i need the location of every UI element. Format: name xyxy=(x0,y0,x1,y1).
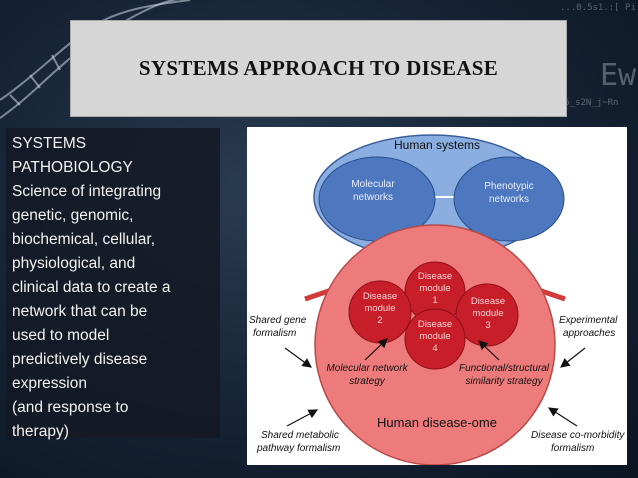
shared-gene-line-1: Shared gene xyxy=(249,315,307,326)
arrow-molecular-strategy xyxy=(364,338,388,361)
experimental-line-2: approaches xyxy=(563,328,615,339)
slide-title: SYSTEMS APPROACH TO DISEASE xyxy=(138,56,499,80)
shared-metabolic-label: Shared metabolic pathway formalism xyxy=(256,430,340,454)
panel-line: biochemical, cellular, xyxy=(12,231,156,248)
panel-line: expression xyxy=(12,375,87,392)
panel-line: PATHOBIOLOGY xyxy=(12,159,133,176)
phenotypic-line-1: Phenotypic xyxy=(484,181,533,192)
shared-gene-label: Shared gene formalism xyxy=(249,315,307,339)
module-2-line-3: 2 xyxy=(377,315,382,326)
module-3-line-2: module xyxy=(472,308,503,319)
molecular-network-strategy-label: Molecular network strategy xyxy=(326,363,408,387)
module-1-line-2: module xyxy=(419,283,450,294)
human-systems-label: Human systems xyxy=(394,138,480,152)
sm-line-2: pathway formalism xyxy=(256,443,340,454)
panel-line: therapy) xyxy=(12,423,69,440)
human-disease-ome-label: Human disease-ome xyxy=(377,415,497,430)
panel-line: network that can be xyxy=(12,303,148,320)
module-4-line-2: module xyxy=(419,331,450,342)
svg-text:...0.5s1.:[ Pi: ...0.5s1.:[ Pi xyxy=(560,3,636,13)
sm-line-1: Shared metabolic xyxy=(261,430,339,441)
molecular-line-1: Molecular xyxy=(351,179,395,190)
phenotypic-line-2: networks xyxy=(489,194,529,205)
panel-line: used to model xyxy=(12,327,110,344)
experimental-line-1: Experimental xyxy=(559,315,618,326)
panel-line: Science of integrating xyxy=(12,183,162,200)
experimental-label: Experimental approaches xyxy=(559,315,618,339)
module-2-line-1: Disease xyxy=(363,291,397,302)
functional-structural-label: Functional/structural similarity strategy xyxy=(459,363,550,387)
dc-line-2: formalism xyxy=(551,443,594,454)
module-3-line-3: 3 xyxy=(485,320,490,331)
module-4-line-1: Disease xyxy=(418,319,452,330)
disease-module-4 xyxy=(404,308,466,370)
module-1-line-1: Disease xyxy=(418,271,452,282)
definition-panel: SYSTEMS PATHOBIOLOGY Science of integrat… xyxy=(6,128,220,440)
dc-line-1: Disease co-morbidity xyxy=(531,430,625,441)
module-2-line-2: module xyxy=(364,303,395,314)
module-3-line-1: Disease xyxy=(471,296,505,307)
panel-line: physiological, and xyxy=(12,255,136,272)
phenotypic-networks-node xyxy=(453,156,565,242)
arrow-experimental xyxy=(560,347,586,368)
fs-line-2: similarity strategy xyxy=(465,376,543,387)
fs-line-1: Functional/structural xyxy=(459,363,550,374)
mns-line-1: Molecular network xyxy=(326,363,408,374)
arrow-functional-strategy xyxy=(478,340,500,361)
panel-line: SYSTEMS xyxy=(12,135,87,152)
molecular-line-2: networks xyxy=(353,192,393,203)
module-4-line-3: 4 xyxy=(432,343,437,354)
panel-line: genetic, genomic, xyxy=(12,207,134,224)
panel-line: (and response to xyxy=(12,399,129,416)
arrow-disease-comorbidity xyxy=(547,407,578,427)
title-banner: SYSTEMS APPROACH TO DISEASE xyxy=(70,20,567,117)
mns-line-2: strategy xyxy=(349,376,386,387)
panel-line: clinical data to create a xyxy=(12,279,171,296)
arrow-shared-gene xyxy=(284,347,312,368)
svg-text:Lk+5_s2N_j~Rn: Lk+5_s2N_j~Rn xyxy=(548,98,618,108)
disease-ome-figure: Human systems Molecular networks Phenotyp… xyxy=(247,127,627,465)
disease-comorbidity-label: Disease co-morbidity formalism xyxy=(531,430,625,454)
panel-line: predictively disease xyxy=(12,351,148,368)
svg-text:Ew: Ew xyxy=(600,58,637,93)
module-1-line-3: 1 xyxy=(432,295,437,306)
phenotypic-networks-label: Phenotypic networks xyxy=(484,181,533,205)
molecular-networks-label: Molecular networks xyxy=(351,179,395,203)
shared-gene-line-2: formalism xyxy=(253,328,296,339)
arrow-shared-metabolic xyxy=(286,409,319,427)
